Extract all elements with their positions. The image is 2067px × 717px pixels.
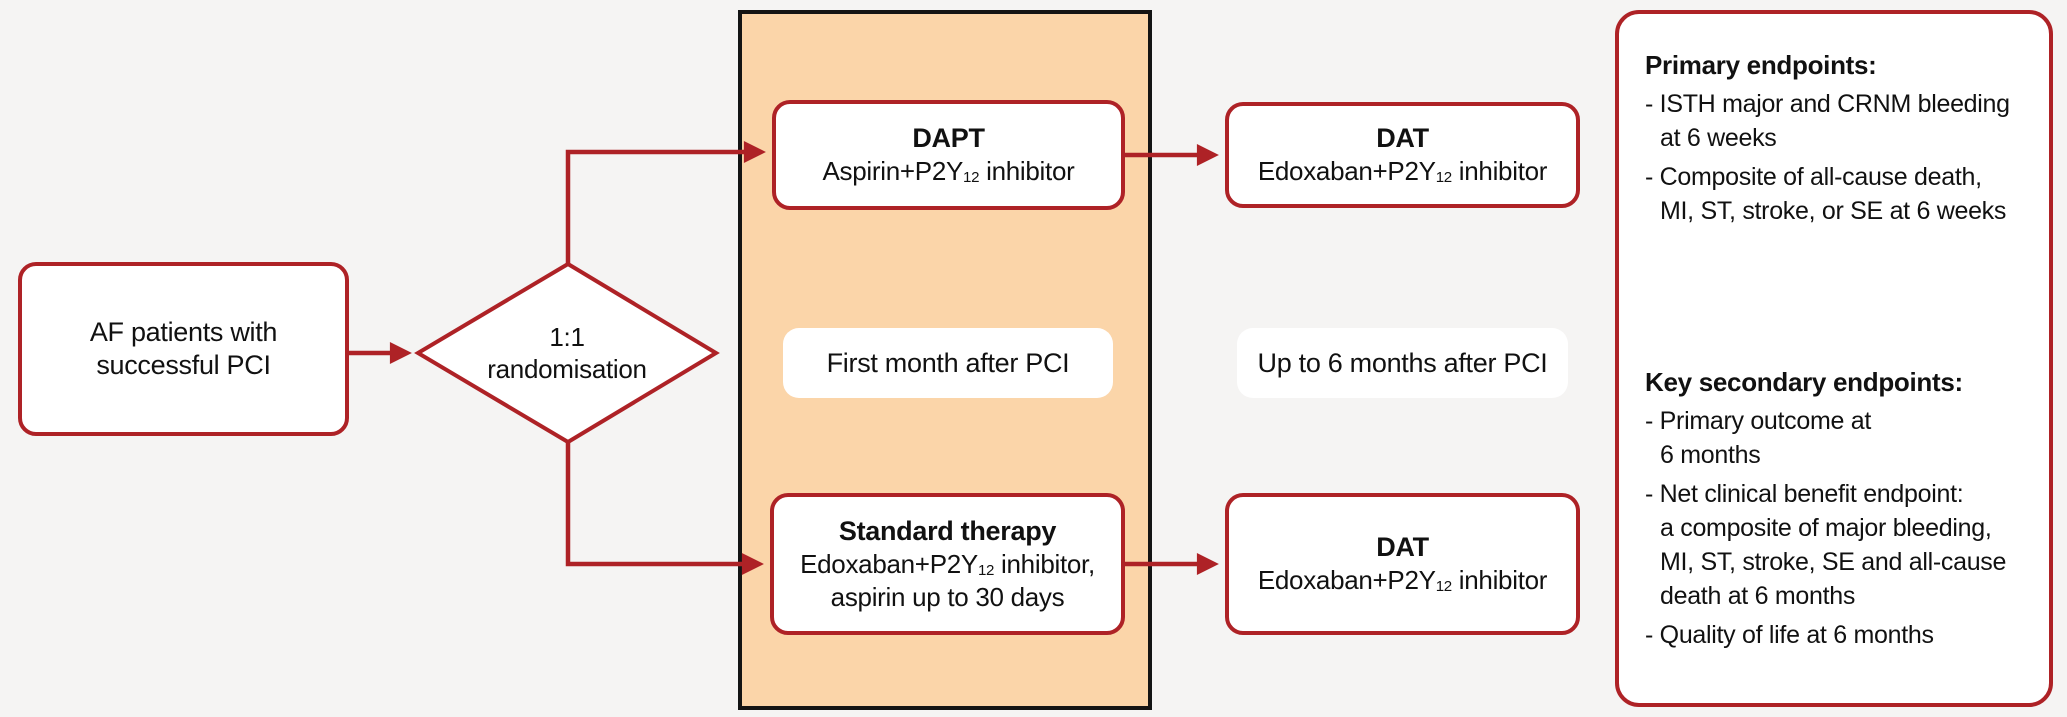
primary-endpoint-line: at 6 weeks [1660, 124, 1777, 152]
dat-top-title: DAT [1376, 123, 1429, 153]
dapt-drug-post: inhibitor [979, 156, 1075, 186]
randomisation-line2: randomisation [487, 354, 647, 384]
arrow-randomisation-to-dapt [565, 141, 766, 265]
primary-endpoints-title: Primary endpoints: [1645, 50, 1877, 80]
primary-endpoint-line: - Composite of all-cause death, [1645, 163, 1982, 191]
secondary-endpoint-line: a composite of major bleeding, [1660, 514, 1992, 542]
randomisation-diamond-shape [414, 261, 720, 445]
dat-top-drug-line: Edoxaban+P2Y12 inhibitor [1257, 155, 1548, 188]
primary-endpoint-line: - ISTH major and CRNM bleeding [1645, 90, 2010, 118]
dat-bottom-box: DAT Edoxaban+P2Y12 inhibitor [1225, 493, 1580, 635]
dat-bottom-drug-subscript: 12 [1435, 578, 1452, 596]
dat-top-drug-pre: Edoxaban+P2Y [1257, 156, 1436, 186]
secondary-endpoint-line: MI, ST, stroke, SE and all-cause [1660, 548, 2007, 576]
first-month-label: First month after PCI [783, 328, 1113, 398]
dat-bottom-title: DAT [1376, 532, 1429, 562]
secondary-endpoint-line: 6 months [1660, 441, 1761, 469]
dat-bottom-drug-post: inhibitor [1451, 565, 1548, 595]
standard-drug-line: Edoxaban+P2Y12 inhibitor, [800, 548, 1095, 581]
secondary-endpoint-line: - Quality of life at 6 months [1645, 621, 1934, 649]
standard-therapy-box: Standard therapy Edoxaban+P2Y12 inhibito… [770, 493, 1125, 635]
randomisation-diamond-label: 1:1 randomisation [447, 312, 687, 394]
secondary-endpoint-line: death at 6 months [1660, 582, 1856, 610]
patients-line1: AF patients with [89, 317, 278, 347]
arrow-randomisation-to-standard [565, 442, 764, 575]
randomisation-line1: 1:1 [549, 322, 585, 352]
dat-top-box: DAT Edoxaban+P2Y12 inhibitor [1225, 102, 1580, 208]
dapt-drug-pre: Aspirin+P2Y [822, 156, 964, 186]
dapt-title: DAPT [912, 123, 985, 153]
dat-top-drug-subscript: 12 [1435, 169, 1452, 187]
secondary-endpoint-line: - Net clinical benefit endpoint: [1645, 480, 1964, 508]
standard-line3: aspirin up to 30 days [830, 581, 1065, 612]
standard-title: Standard therapy [838, 515, 1057, 546]
dat-bottom-drug-pre: Edoxaban+P2Y [1257, 565, 1436, 595]
dat-top-drug-post: inhibitor [1451, 156, 1548, 186]
patients-box: AF patients with successful PCI [18, 262, 349, 436]
dat-bottom-drug-line: Edoxaban+P2Y12 inhibitor [1257, 564, 1548, 597]
standard-drug-post: inhibitor, [994, 548, 1095, 579]
secondary-endpoint-line: - Primary outcome at [1645, 407, 1872, 435]
standard-drug-subscript: 12 [977, 561, 995, 579]
secondary-endpoints-title: Key secondary endpoints: [1645, 367, 1963, 397]
standard-drug-pre: Edoxaban+P2Y [800, 548, 978, 579]
endpoints-panel: Primary endpoints: - ISTH major and CRNM… [1615, 10, 2053, 707]
dapt-drug-line: Aspirin+P2Y12 inhibitor [823, 155, 1075, 188]
patients-line2: successful PCI [96, 350, 271, 380]
six-months-label: Up to 6 months after PCI [1237, 328, 1568, 398]
dapt-drug-subscript: 12 [963, 169, 980, 187]
dapt-box: DAPT Aspirin+P2Y12 inhibitor [772, 100, 1125, 210]
primary-endpoint-line: MI, ST, stroke, or SE at 6 weeks [1660, 197, 2007, 225]
